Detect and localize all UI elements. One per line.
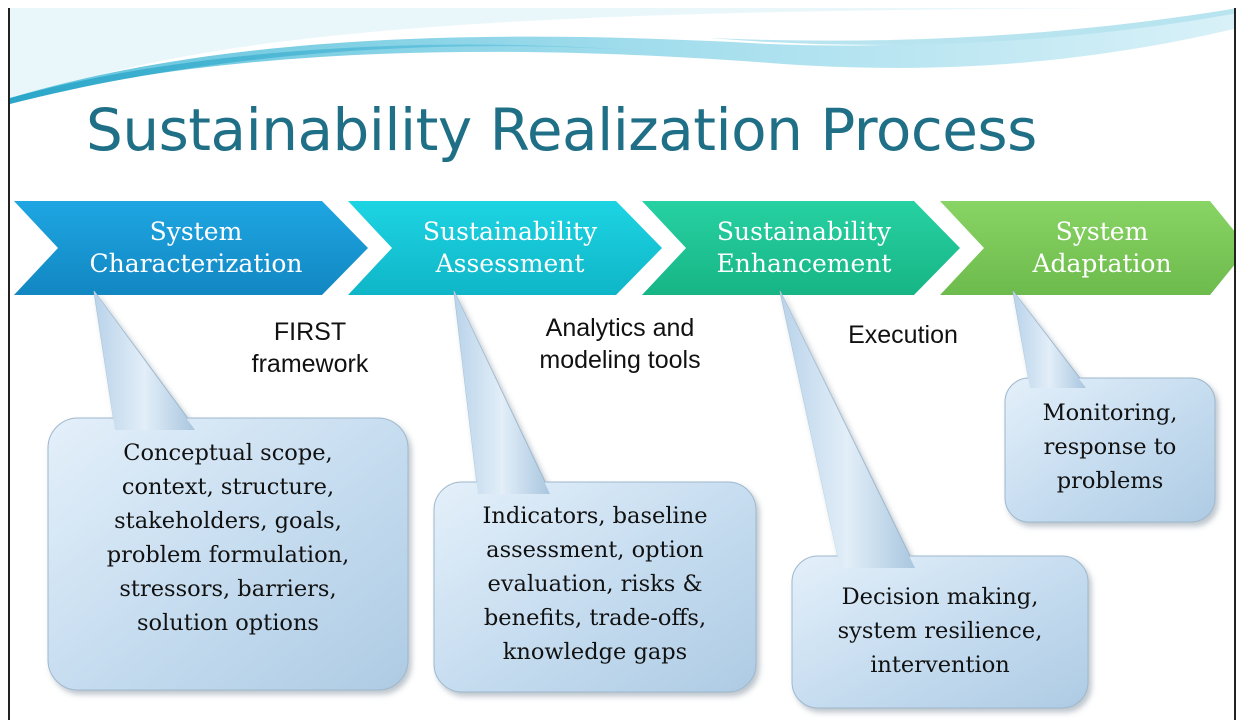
callout-4-line: response to — [1043, 434, 1177, 460]
chevron-sustainability-assessment — [348, 201, 662, 295]
note-first-framework-line1: FIRST — [273, 318, 347, 346]
chevron-system-adaptation — [940, 201, 1234, 295]
chevron-label-4-line1: System — [1055, 217, 1149, 246]
callout-1-line: stakeholders, goals, — [114, 508, 342, 534]
chevron-label-2-line1: Sustainability — [422, 217, 598, 246]
callout-system-characterization — [47, 290, 409, 691]
callout-3-line: intervention — [870, 652, 1010, 678]
chevron-label-4: System Adaptation — [982, 216, 1222, 280]
slide: Sustainability Realization Process — [8, 8, 1236, 720]
callout-3-line: Decision making, — [841, 584, 1039, 610]
callout-2-line: knowledge gaps — [502, 639, 688, 665]
note-analytics-tools-line2: modeling tools — [539, 346, 701, 374]
callout-1-line: context, structure, — [121, 474, 335, 500]
callout-1-line: solution options — [137, 610, 319, 636]
callout-1-line: Conceptual scope, — [123, 440, 333, 466]
callout-4-line: Monitoring, — [1042, 400, 1178, 426]
note-first-framework-line2: framework — [251, 350, 369, 378]
chevron-label-2: Sustainability Assessment — [390, 216, 630, 280]
chevron-label-3-line1: Sustainability — [716, 217, 892, 246]
callout-sustainability-assessment — [433, 290, 757, 693]
callout-1-line: problem formulation, — [106, 542, 350, 568]
callout-2-line: benefits, trade-offs, — [483, 605, 707, 631]
callout-2-line: Indicators, baseline — [482, 503, 708, 529]
chevron-label-4-line2: Adaptation — [1032, 249, 1172, 278]
chevron-system-characterization — [14, 201, 368, 295]
callout-2-line: assessment, option — [486, 537, 704, 563]
note-analytics-tools-line1: Analytics and — [545, 314, 695, 342]
callout-4-line: problems — [1056, 468, 1164, 494]
callout-3-line: system resilience, — [837, 618, 1043, 644]
chevron-label-1-line2: Characterization — [89, 249, 303, 278]
slide-title: Sustainability Realization Process — [86, 96, 1037, 164]
chevron-label-1: System Characterization — [66, 216, 326, 280]
note-execution-line1: Execution — [848, 321, 958, 349]
note-first-framework: FIRST framework — [220, 316, 400, 380]
chevron-label-2-line2: Assessment — [435, 249, 585, 278]
chevron-label-3-line2: Enhancement — [716, 249, 892, 278]
callout-text-2: Indicators, baseline assessment, option … — [442, 499, 748, 669]
callout-1-line: stressors, barriers, — [119, 576, 337, 602]
chevron-sustainability-enhancement — [642, 201, 960, 295]
callout-sustainability-enhancement — [779, 290, 1089, 709]
callout-2-line: evaluation, risks & — [487, 571, 703, 597]
callout-text-4: Monitoring, response to problems — [1010, 396, 1210, 498]
chevron-label-1-line1: System — [149, 217, 243, 246]
chevron-label-3: Sustainability Enhancement — [684, 216, 924, 280]
note-analytics-tools: Analytics and modeling tools — [500, 312, 740, 376]
note-execution: Execution — [818, 319, 988, 351]
callout-text-1: Conceptual scope, context, structure, st… — [58, 436, 398, 640]
header-swoosh — [10, 8, 1234, 104]
callout-text-3: Decision making, system resilience, inte… — [800, 580, 1080, 682]
callout-system-adaptation — [1004, 290, 1216, 523]
process-chevrons — [14, 201, 1234, 709]
